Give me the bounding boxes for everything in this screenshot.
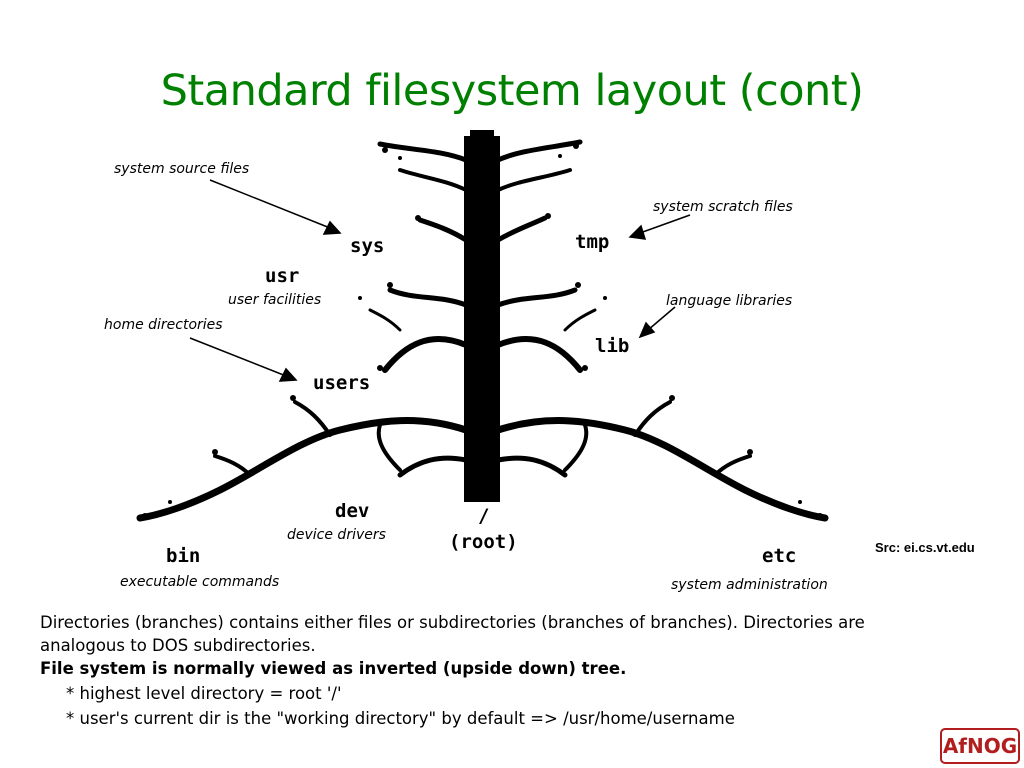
bullet-working-dir: * user's current dir is the "working dir… (66, 709, 735, 728)
note-user-facilities: user facilities (228, 292, 321, 308)
dir-label-root-slash: / (478, 505, 489, 527)
body-paragraph: Directories (branches) contains either f… (40, 613, 865, 655)
filesystem-tree-diagram: sys tmp usr lib users dev / (root) bin e… (104, 130, 829, 593)
dir-label-sys: sys (350, 235, 384, 257)
afnog-logo: AfNOG (940, 728, 1020, 764)
tree-branches (136, 139, 829, 522)
bullet-root: * highest level directory = root '/' (66, 684, 342, 703)
dir-label-users: users (313, 372, 370, 394)
dir-label-root: (root) (449, 531, 518, 553)
body-bold-statement: File system is normally viewed as invert… (40, 659, 627, 678)
note-system-source-files: system source files (114, 161, 249, 177)
note-executable-commands: executable commands (120, 574, 279, 590)
tree-trunk (464, 130, 500, 502)
dir-label-bin: bin (166, 545, 200, 567)
dir-label-usr: usr (265, 265, 299, 287)
note-system-administration: system administration (671, 577, 828, 593)
dir-label-etc: etc (762, 545, 796, 567)
note-system-scratch-files: system scratch files (653, 199, 793, 215)
dir-label-dev: dev (335, 500, 369, 522)
note-home-directories: home directories (104, 317, 223, 333)
dir-label-lib: lib (595, 335, 629, 357)
dir-label-tmp: tmp (575, 231, 609, 253)
note-device-drivers: device drivers (287, 527, 386, 543)
source-credit: Src: ei.cs.vt.edu (875, 540, 975, 555)
annotation-arrows (189, 179, 691, 382)
slide-title: Standard filesystem layout (cont) (160, 66, 864, 116)
slide-body: Directories (branches) contains either f… (40, 611, 920, 730)
note-language-libraries: language libraries (666, 293, 792, 309)
tree-leaves (142, 143, 823, 519)
